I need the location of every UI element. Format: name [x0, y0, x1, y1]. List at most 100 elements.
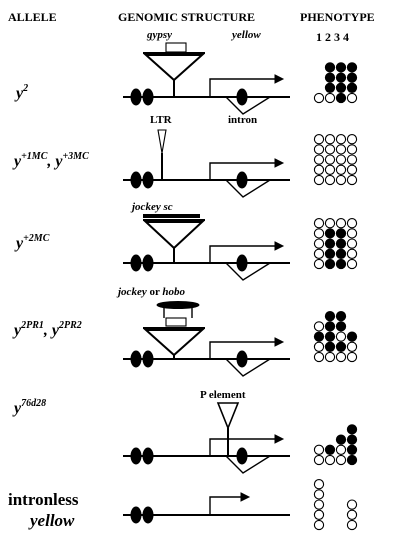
phenotype-dot-black [346, 82, 358, 93]
phenotype-dot-open [335, 154, 347, 165]
phenotype-dot-open [346, 519, 358, 531]
phenotype-dot-black [324, 331, 336, 342]
phenotype-dot-open [313, 228, 325, 239]
phenotype-dot-black [324, 72, 336, 83]
transcription-arrow [209, 438, 275, 456]
phenotype-dot-open [313, 248, 325, 259]
phenotype-dot-open [335, 174, 347, 186]
allele-label-row-6-line-2: yellow [28, 511, 75, 530]
transcription-arrow [209, 162, 275, 180]
intron-splice-line [225, 455, 271, 474]
phenotype-dot-open [335, 134, 347, 145]
phenotype-dot-black [324, 62, 336, 73]
phenotype-dot-open [324, 218, 336, 229]
phenotype-dot-open [346, 174, 358, 186]
phenotype-dot-open [313, 164, 325, 175]
phenotype-dot-open [324, 154, 336, 165]
enhancer-oval-1 [130, 254, 142, 272]
phenotype-dot-black [335, 248, 347, 259]
phenotype-dot-black [324, 311, 336, 322]
p-element-label: P element [200, 389, 246, 401]
transcription-arrowhead [274, 158, 285, 168]
enhancer-oval-2 [142, 350, 154, 368]
phenotype-dot-open [313, 321, 325, 332]
phenotype-dot-open [346, 351, 358, 363]
phenotype-dot-open [346, 164, 358, 175]
enhancer-oval-2 [142, 447, 154, 465]
phenotype-dot-black [324, 82, 336, 93]
transcription-arrowhead [274, 74, 285, 84]
phenotype-dot-black [346, 434, 358, 445]
phenotype-dot-open [313, 341, 325, 352]
phenotype-dot-open [324, 134, 336, 145]
phenotype-dot-open [346, 134, 358, 145]
intron-enhancer-oval [236, 254, 248, 272]
header-genomic-structure: GENOMIC STRUCTURE [118, 10, 255, 24]
phenotype-dot-black [335, 341, 347, 352]
phenotype-dot-open [335, 351, 347, 363]
phenotype-dot-black [324, 258, 336, 270]
ltr-box [165, 317, 187, 327]
phenotype-dot-open [313, 144, 325, 155]
gypsy-insertion-triangle [143, 221, 205, 250]
allele-label-row-6-line-1: intronless [8, 490, 79, 509]
phenotype-dot-open [313, 92, 325, 104]
allele-label-row-5: y76d28 [12, 398, 46, 417]
header-phenotype-numbers: 1 2 3 4 [316, 30, 349, 44]
phenotype-dot-black [346, 454, 358, 466]
phenotype-dot-open [313, 154, 325, 165]
phenotype-dot-open [313, 174, 325, 186]
jockey-sc-label: jockey sc [130, 201, 173, 213]
intron-enhancer-oval [236, 171, 248, 189]
phenotype-dot-open [313, 454, 325, 466]
phenotype-dot-open [335, 331, 347, 342]
phenotype-dot-open [346, 154, 358, 165]
phenotype-dot-open [324, 92, 336, 104]
genomic-structure-row-4: jockey or hobo [116, 286, 290, 377]
phenotype-dot-open [346, 248, 358, 259]
transcription-arrow [209, 496, 241, 515]
phenotype-dot-open [313, 218, 325, 229]
phenotype-dot-black [324, 228, 336, 239]
phenotype-dot-open [324, 351, 336, 363]
phenotype-dot-open [324, 164, 336, 175]
phenotype-dot-black [335, 258, 347, 270]
intron-label: intron [228, 114, 257, 126]
gypsy-insertion-triangle [143, 54, 205, 82]
phenotype-dots [313, 62, 358, 531]
ltr-box [165, 42, 187, 53]
phenotype-dot-open [335, 454, 347, 466]
phenotype-dot-open [346, 509, 358, 520]
p-element-triangle [216, 402, 240, 431]
transcription-arrowhead [274, 241, 285, 251]
phenotype-dot-open [313, 519, 325, 531]
phenotype-dot-open [346, 341, 358, 352]
phenotype-dot-open [346, 238, 358, 249]
phenotype-dot-black [335, 311, 347, 322]
phenotype-dot-black [346, 72, 358, 83]
intron-splice-line [225, 179, 271, 198]
phenotype-dot-black [335, 434, 347, 445]
phenotype-dot-black [335, 72, 347, 83]
phenotype-dot-open [346, 258, 358, 270]
phenotype-dot-open [335, 144, 347, 155]
enhancer-oval-1 [130, 88, 142, 106]
phenotype-dot-black [346, 444, 358, 455]
allele-label-row-4: y2PR1, y2PR2 [12, 320, 82, 339]
gypsy-insertion-triangle [143, 329, 205, 357]
transcription-arrow [209, 78, 275, 97]
phenotype-dot-black [335, 228, 347, 239]
genomic-structure-row-3: jockey sc [123, 201, 290, 281]
ltr-label: LTR [150, 114, 173, 126]
phenotype-dot-black [335, 82, 347, 93]
phenotype-dot-black [346, 331, 358, 342]
phenotype-dot-open [335, 444, 347, 455]
jockey-or-hobo-label: jockey or hobo [116, 286, 186, 298]
transcription-arrowhead [274, 434, 285, 444]
phenotype-dot-open [313, 489, 325, 500]
enhancer-oval-2 [142, 171, 154, 189]
genomic-structure-row-1: gypsy yellow [123, 29, 290, 115]
phenotype-dot-black [346, 62, 358, 73]
intron-enhancer-oval [236, 88, 248, 106]
